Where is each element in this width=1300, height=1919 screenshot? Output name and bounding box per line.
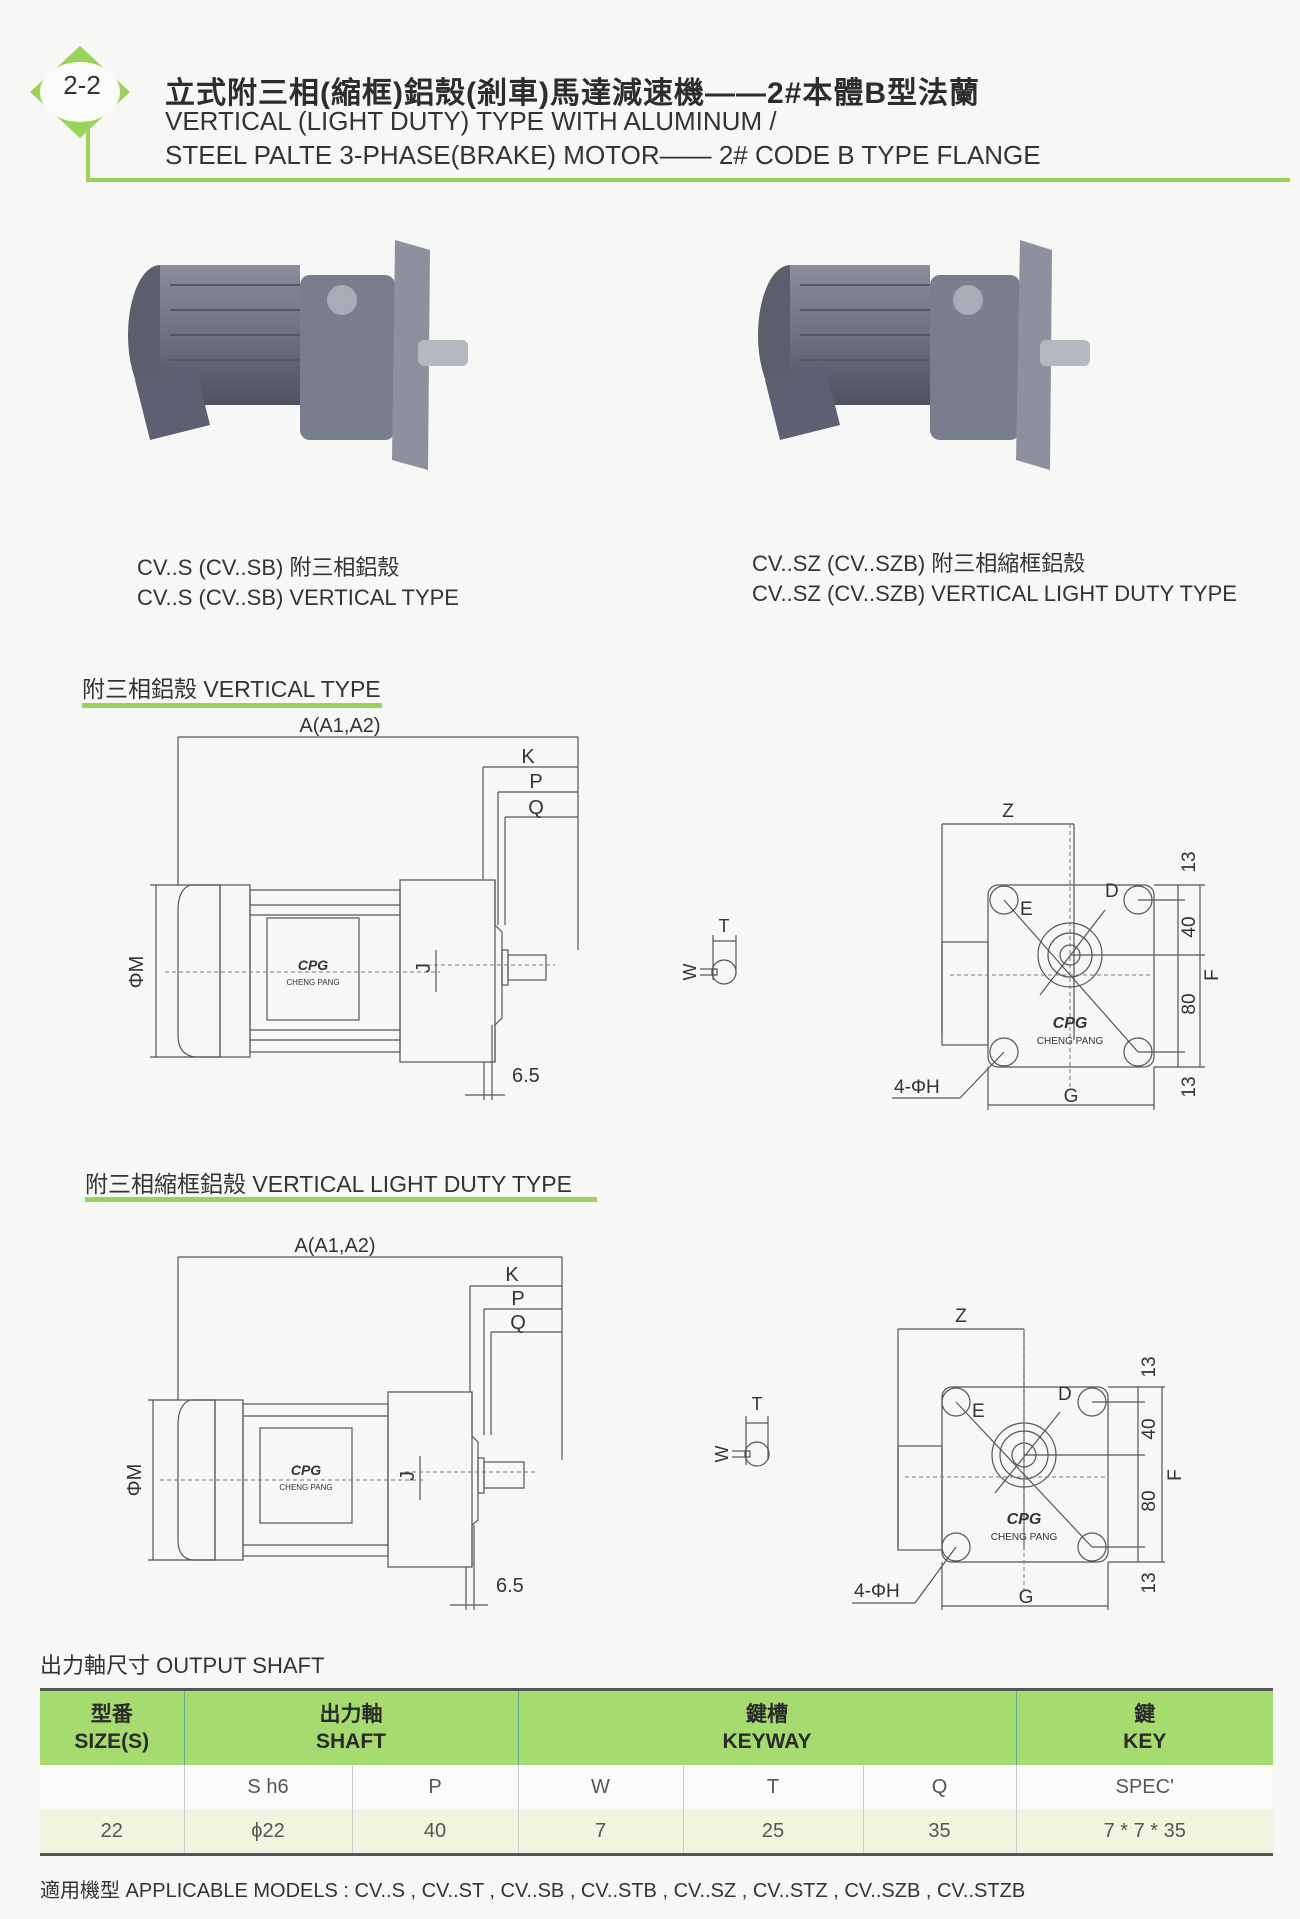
caption-cn: CV..SZ (CV..SZB) 附三相縮框鋁殼	[752, 551, 1086, 576]
svg-text:6.5: 6.5	[512, 1065, 540, 1087]
page-title-en-1: VERTICAL (LIGHT DUTY) TYPE WITH ALUMINUM…	[165, 106, 777, 136]
svg-text:J: J	[397, 1471, 419, 1481]
svg-text:CHENG PANG: CHENG PANG	[1037, 1036, 1104, 1047]
svg-text:A(A1,A2): A(A1,A2)	[294, 1235, 375, 1257]
svg-text:D: D	[1058, 1384, 1072, 1405]
caption-cn: CV..S (CV..SB) 附三相鋁殼	[137, 555, 400, 580]
svg-text:E: E	[1020, 899, 1033, 920]
svg-text:E: E	[972, 1401, 985, 1422]
section-underline	[85, 1197, 597, 1202]
svg-text:80: 80	[1139, 1490, 1160, 1511]
svg-text:Z: Z	[1002, 801, 1014, 822]
svg-text:K: K	[521, 746, 535, 768]
svg-text:K: K	[505, 1264, 519, 1286]
header-stem	[86, 130, 90, 182]
section-title-light-duty: 附三相縮框鋁殼 VERTICAL LIGHT DUTY TYPE	[85, 1171, 572, 1197]
section-title-vertical: 附三相鋁殼 VERTICAL TYPE	[82, 676, 381, 702]
svg-text:W: W	[712, 1446, 732, 1463]
svg-text:CPG: CPG	[1007, 1511, 1042, 1528]
svg-text:P: P	[511, 1288, 524, 1310]
svg-text:CHENG PANG: CHENG PANG	[286, 978, 339, 987]
svg-text:T: T	[752, 1394, 763, 1414]
svg-text:G: G	[1064, 1086, 1079, 1107]
product-caption-2: CV..SZ (CV..SZB) 附三相縮框鋁殼 CV..SZ (CV..SZB…	[752, 549, 1237, 609]
section-badge-icon	[30, 46, 130, 138]
caption-en: CV..SZ (CV..SZB) VERTICAL LIGHT DUTY TYP…	[752, 581, 1237, 606]
svg-text:ΦM: ΦM	[126, 956, 148, 989]
svg-text:13: 13	[1139, 1356, 1160, 1377]
table-subheader-row: S h6 P W T Q SPEC'	[40, 1765, 1273, 1809]
svg-text:Z: Z	[955, 1306, 967, 1327]
svg-text:CHENG PANG: CHENG PANG	[991, 1532, 1058, 1543]
svg-text:CPG: CPG	[291, 1462, 321, 1478]
output-shaft-title: 出力軸尺寸 OUTPUT SHAFT	[40, 1653, 325, 1678]
table-row: 22 ϕ22 40 7 25 35 7 * 7 * 35	[40, 1809, 1273, 1855]
svg-text:W: W	[680, 964, 700, 981]
svg-text:13: 13	[1179, 1076, 1200, 1097]
svg-text:G: G	[1019, 1587, 1034, 1608]
svg-text:Q: Q	[528, 797, 544, 819]
section-number: 2-2	[63, 70, 101, 100]
svg-text:P: P	[529, 771, 542, 793]
svg-text:80: 80	[1179, 993, 1200, 1014]
motor-photo-light-duty	[758, 240, 1090, 470]
svg-text:F: F	[1165, 1469, 1186, 1481]
svg-text:D: D	[1105, 881, 1119, 902]
svg-text:F: F	[1202, 969, 1223, 981]
svg-text:CPG: CPG	[1053, 1015, 1088, 1032]
svg-text:6.5: 6.5	[496, 1575, 524, 1597]
drawing-vertical-type: A(A1,A2) K P Q ΦM J 6.5 CPG CHENG PANG T…	[126, 715, 1223, 1110]
svg-text:T: T	[719, 916, 730, 936]
svg-text:13: 13	[1179, 851, 1200, 872]
svg-text:ΦM: ΦM	[124, 1464, 146, 1497]
svg-text:A(A1,A2): A(A1,A2)	[299, 715, 380, 737]
header-rule	[86, 178, 1290, 182]
page-title-cn: 立式附三相(縮框)鋁殼(剎車)馬達減速機——2#本體B型法蘭	[165, 77, 980, 110]
svg-text:13: 13	[1139, 1572, 1160, 1593]
svg-text:40: 40	[1139, 1418, 1160, 1439]
svg-text:J: J	[413, 963, 435, 973]
drawing-light-duty-type: A(A1,A2) K P Q ΦM J 6.5 CPG CHENG PANG T…	[124, 1235, 1186, 1610]
page-title-en-2: STEEL PALTE 3-PHASE(BRAKE) MOTOR—— 2# CO…	[165, 140, 1041, 170]
svg-text:CHENG PANG: CHENG PANG	[279, 1483, 332, 1492]
caption-en: CV..S (CV..SB) VERTICAL TYPE	[137, 585, 459, 610]
svg-text:Q: Q	[510, 1312, 526, 1334]
svg-text:4-ΦH: 4-ΦH	[854, 1581, 900, 1602]
svg-text:4-ΦH: 4-ΦH	[894, 1077, 940, 1098]
svg-text:CPG: CPG	[298, 957, 328, 973]
product-caption-1: CV..S (CV..SB) 附三相鋁殼 CV..S (CV..SB) VERT…	[137, 553, 459, 613]
applicable-models: 適用機型 APPLICABLE MODELS : CV..S , CV..ST …	[40, 1880, 1026, 1902]
section-underline	[82, 703, 382, 708]
motor-photo-vertical	[128, 240, 468, 470]
svg-text:40: 40	[1179, 916, 1200, 937]
